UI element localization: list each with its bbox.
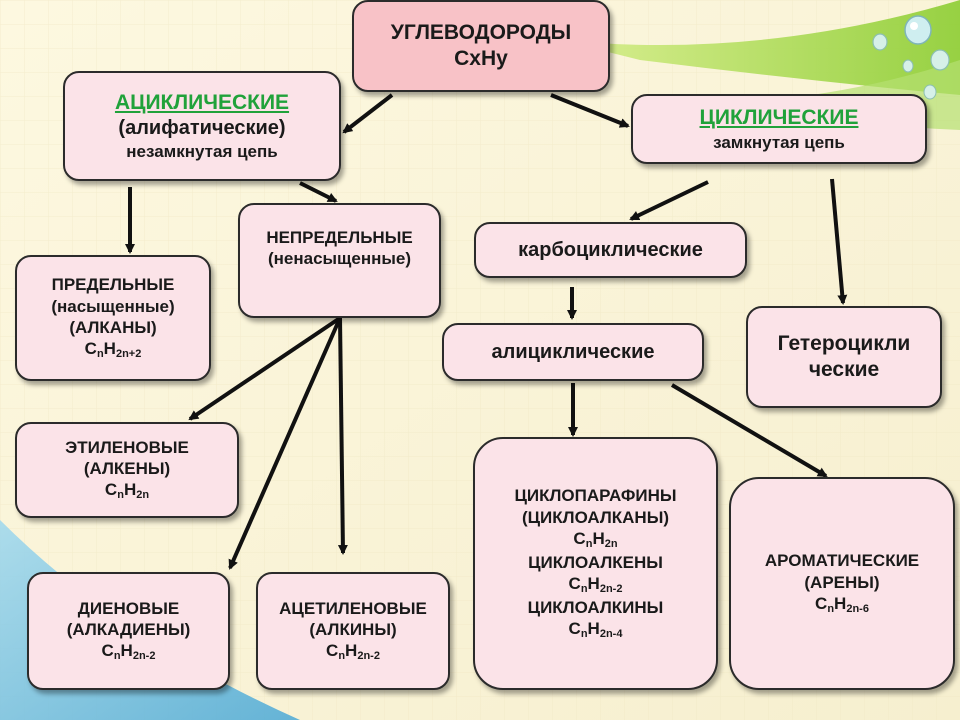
aromatic-class: (АРЕНЫ)	[804, 572, 880, 592]
saturated-class: (АЛКАНЫ)	[69, 317, 157, 337]
acyclic-title: АЦИКЛИЧЕСКИЕ	[114, 90, 290, 114]
cycloalkynes-formula: CnH2n-4	[568, 618, 623, 640]
green-swoosh	[560, 0, 960, 95]
heterocyclic-line2: ческие	[808, 358, 880, 381]
saturated-formula: CnH2n+2	[84, 339, 142, 360]
cycloalkanes-node: ЦИКЛОПАРАФИНЫ (ЦИКЛОАЛКАНЫ) CnH2n ЦИКЛОА…	[473, 437, 718, 690]
unsaturated-title: НЕПРЕДЕЛЬНЫЕ	[266, 228, 413, 247]
unsaturated-subtitle: (ненасыщенные)	[267, 249, 412, 269]
cycloalkenes-formula: CnH2n-2	[568, 573, 623, 595]
water-drops-icon	[872, 15, 950, 100]
diene-node: ДИЕНОВЫЕ (АЛКАДИЕНЫ) CnH2n-2	[27, 572, 230, 690]
acyclic-node: АЦИКЛИЧЕСКИЕ (алифатические) незамкнутая…	[63, 71, 341, 181]
ethylene-node: ЭТИЛЕНОВЫЕ (АЛКЕНЫ) CnH2n	[15, 422, 239, 518]
diene-title: ДИЕНОВЫЕ	[77, 598, 180, 618]
alicyclic-label: алициклические	[491, 340, 655, 363]
saturated-subtitle: (насыщенные)	[51, 296, 175, 316]
cycloalkanes-class: (ЦИКЛОАЛКАНЫ)	[521, 507, 670, 527]
saturated-node: ПРЕДЕЛЬНЫЕ (насыщенные) (АЛКАНЫ) CnH2n+2	[15, 255, 211, 381]
cycloalkynes-title: ЦИКЛОАЛКИНЫ	[527, 597, 664, 617]
aromatic-formula: CnH2n-6	[815, 593, 869, 615]
cycloalkenes-title: ЦИКЛОАЛКЕНЫ	[528, 552, 663, 572]
ethylene-title: ЭТИЛЕНОВЫЕ	[65, 437, 189, 457]
acetylene-class: (АЛКИНЫ)	[309, 620, 397, 640]
saturated-title: ПРЕДЕЛЬНЫЕ	[51, 275, 175, 295]
acyclic-subtitle: (алифатические)	[118, 117, 286, 139]
acetylene-node: АЦЕТИЛЕНОВЫЕ (АЛКИНЫ) CnH2n-2	[256, 572, 450, 690]
aromatic-node: АРОМАТИЧЕСКИЕ (АРЕНЫ) CnH2n-6	[729, 477, 955, 690]
carbocyclic-label: карбоциклические	[518, 238, 703, 261]
acetylene-formula: CnH2n-2	[326, 641, 380, 663]
carbocyclic-node: карбоциклические	[474, 222, 747, 278]
hydrocarbons-node: УГЛЕВОДОРОДЫ CxHy	[352, 0, 610, 92]
hydrocarbons-formula: CxHy	[454, 47, 508, 70]
unsaturated-node: НЕПРЕДЕЛЬНЫЕ (ненасыщенные)	[238, 203, 441, 318]
cycloparaffins-title: ЦИКЛОПАРАФИНЫ	[514, 486, 677, 506]
heterocyclic-node: Гетероцикли ческие	[746, 306, 942, 408]
diene-class: (АЛКАДИЕНЫ)	[66, 620, 191, 640]
acetylene-title: АЦЕТИЛЕНОВЫЕ	[279, 598, 427, 618]
ethylene-class: (АЛКЕНЫ)	[83, 459, 171, 479]
heterocyclic-line1: Гетероцикли	[777, 331, 911, 355]
cyclic-title: ЦИКЛИЧЕСКИЕ	[699, 106, 859, 130]
cyclic-note: замкнутая цепь	[713, 132, 845, 152]
acyclic-note: незамкнутая цепь	[126, 142, 278, 161]
ethylene-formula: CnH2n	[104, 480, 150, 502]
alicyclic-node: алициклические	[442, 323, 704, 381]
cyclic-node: ЦИКЛИЧЕСКИЕ замкнутая цепь	[631, 94, 927, 164]
aromatic-title: АРОМАТИЧЕСКИЕ	[764, 551, 920, 571]
diene-formula: CnH2n-2	[101, 641, 156, 663]
hydrocarbons-title: УГЛЕВОДОРОДЫ	[390, 20, 572, 44]
cycloalkanes-formula: CnH2n	[573, 528, 618, 550]
